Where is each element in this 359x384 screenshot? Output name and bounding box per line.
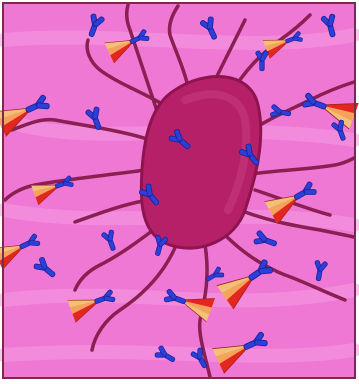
panel-streak [4, 350, 354, 356]
